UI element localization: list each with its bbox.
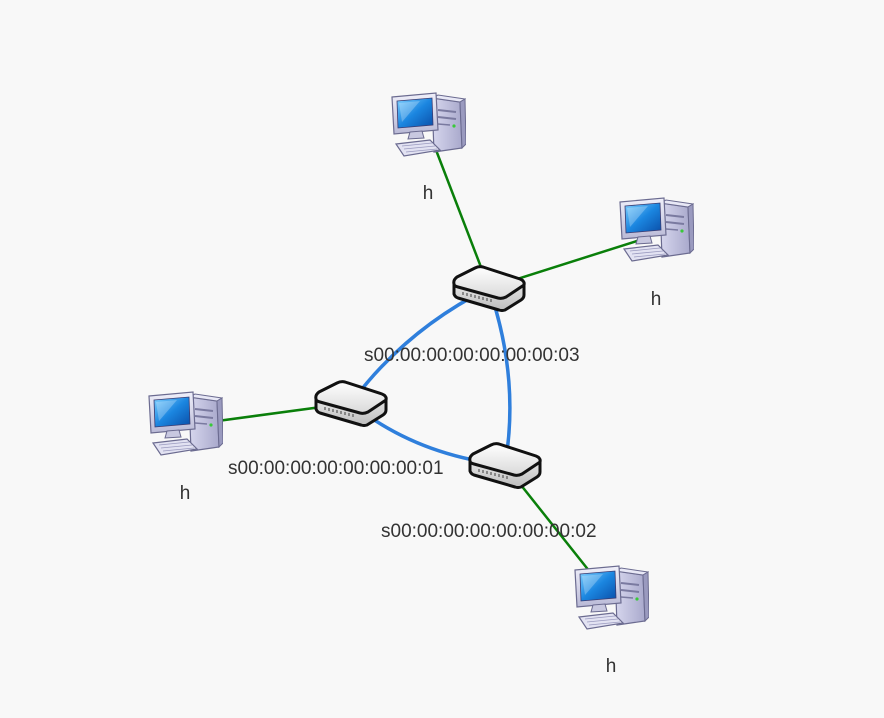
host-label: h: [423, 183, 434, 204]
host-node-h-right[interactable]: h: [619, 197, 694, 310]
host-link-h-top: [434, 149, 491, 289]
network-switch-icon: [314, 380, 388, 427]
nodes-layer: h h h h s00:00:00:00:00:00:00:01 s00:00:00:00…: [148, 92, 694, 677]
host-label: h: [651, 289, 662, 310]
host-node-h-top[interactable]: h: [391, 92, 466, 204]
switch-label: s00:00:00:00:00:00:00:03: [364, 345, 580, 366]
desktop-computer-icon: [148, 391, 223, 456]
desktop-computer-icon: [574, 565, 649, 630]
network-switch-icon: [468, 442, 542, 489]
host-label: h: [180, 483, 191, 504]
switch-node-s3[interactable]: s00:00:00:00:00:00:00:03: [364, 265, 580, 366]
switch-link-s3-s2: [487, 287, 512, 466]
switch-label: s00:00:00:00:00:00:00:01: [228, 458, 444, 479]
host-node-h-bottom[interactable]: h: [574, 565, 649, 677]
host-node-h-left[interactable]: h: [148, 391, 223, 504]
host-label: h: [606, 656, 617, 677]
desktop-computer-icon: [391, 92, 466, 157]
switch-node-s1[interactable]: s00:00:00:00:00:00:00:01: [228, 380, 444, 479]
network-switch-icon: [452, 265, 526, 312]
desktop-computer-icon: [619, 197, 694, 262]
switch-label: s00:00:00:00:00:00:00:02: [381, 521, 597, 542]
switch-node-s2[interactable]: s00:00:00:00:00:00:00:02: [381, 442, 597, 542]
